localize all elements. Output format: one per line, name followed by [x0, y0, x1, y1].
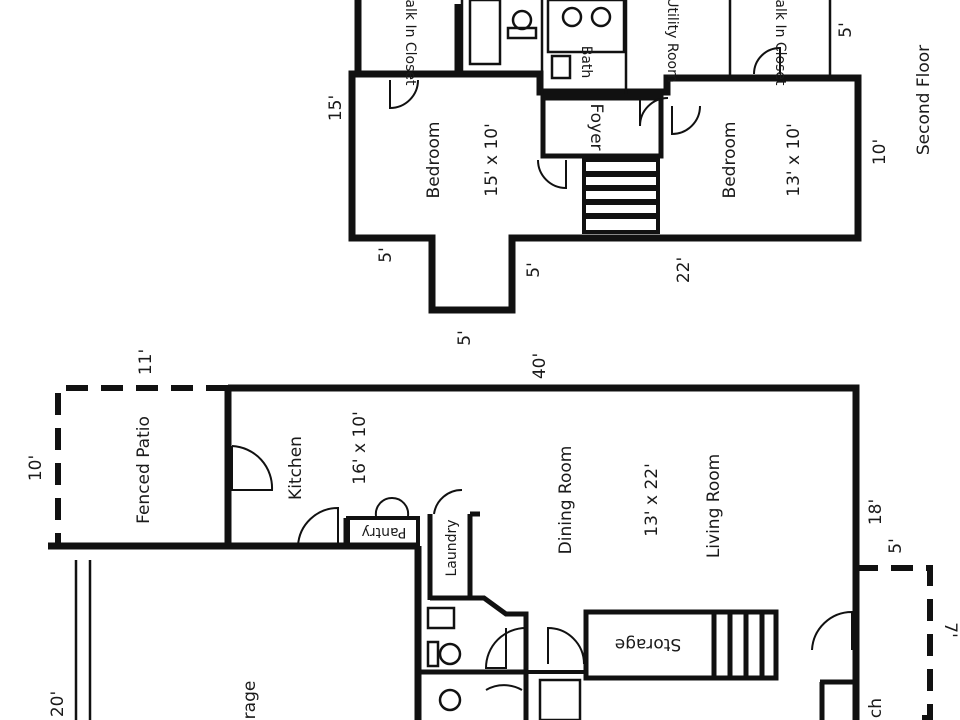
porch-label: ch	[866, 698, 886, 718]
dim-22: 22'	[674, 257, 694, 283]
living-size-label: 13' x 22'	[642, 463, 662, 536]
laundry-label: Laundry	[444, 519, 460, 576]
dim-10-first: 10'	[26, 455, 46, 481]
utility-room-label: Utility Room	[664, 0, 680, 83]
dim-5-left: 5'	[376, 247, 396, 263]
walk-in-closet-right-label: Walk In Closet	[772, 0, 788, 86]
bedroom-right-name: Bedroom	[720, 122, 740, 199]
bath-label: Bath	[578, 46, 594, 79]
second-floor-plan	[348, 0, 862, 314]
first-floor-outer-wall	[228, 384, 860, 720]
living-room-label: Living Room	[704, 454, 724, 558]
kitchen-size: 16' x 10'	[350, 411, 370, 484]
dim-7: 7'	[940, 622, 960, 638]
storage-label: Storage	[615, 634, 682, 654]
bedroom-left-size: 15' x 10'	[482, 123, 502, 196]
dim-5-first: 5'	[886, 538, 906, 554]
dim-10-second: 10'	[870, 139, 890, 165]
first-floor-plan	[48, 384, 933, 720]
dim-15: 15'	[326, 95, 346, 121]
dim-11: 11'	[136, 349, 156, 375]
dim-40: 40'	[530, 353, 550, 379]
fenced-patio-label: Fenced Patio	[134, 416, 154, 524]
dining-room-label: Dining Room	[556, 446, 576, 555]
pantry-label: Pantry	[362, 524, 407, 540]
dim-5-mid: 5'	[524, 262, 544, 278]
dim-5-bottom: 5'	[455, 330, 475, 346]
dim-20: 20'	[48, 691, 68, 717]
foyer-label: Foyer	[586, 103, 606, 150]
garage-label: rage	[240, 681, 260, 720]
kitchen-name: Kitchen	[286, 436, 306, 500]
bedroom-right-size: 13' x 10'	[784, 123, 804, 196]
dim-18: 18'	[866, 499, 886, 525]
walk-in-closet-left-label: Walk In Closet	[402, 0, 418, 86]
bedroom-left-name: Bedroom	[424, 122, 444, 199]
second-floor-title: Second Floor	[914, 45, 934, 155]
dim-5-top-right: 5'	[836, 22, 856, 38]
second-floor-outer-wall	[348, 0, 862, 314]
porch-outline	[856, 565, 933, 720]
fenced-patio-fence	[55, 385, 228, 546]
